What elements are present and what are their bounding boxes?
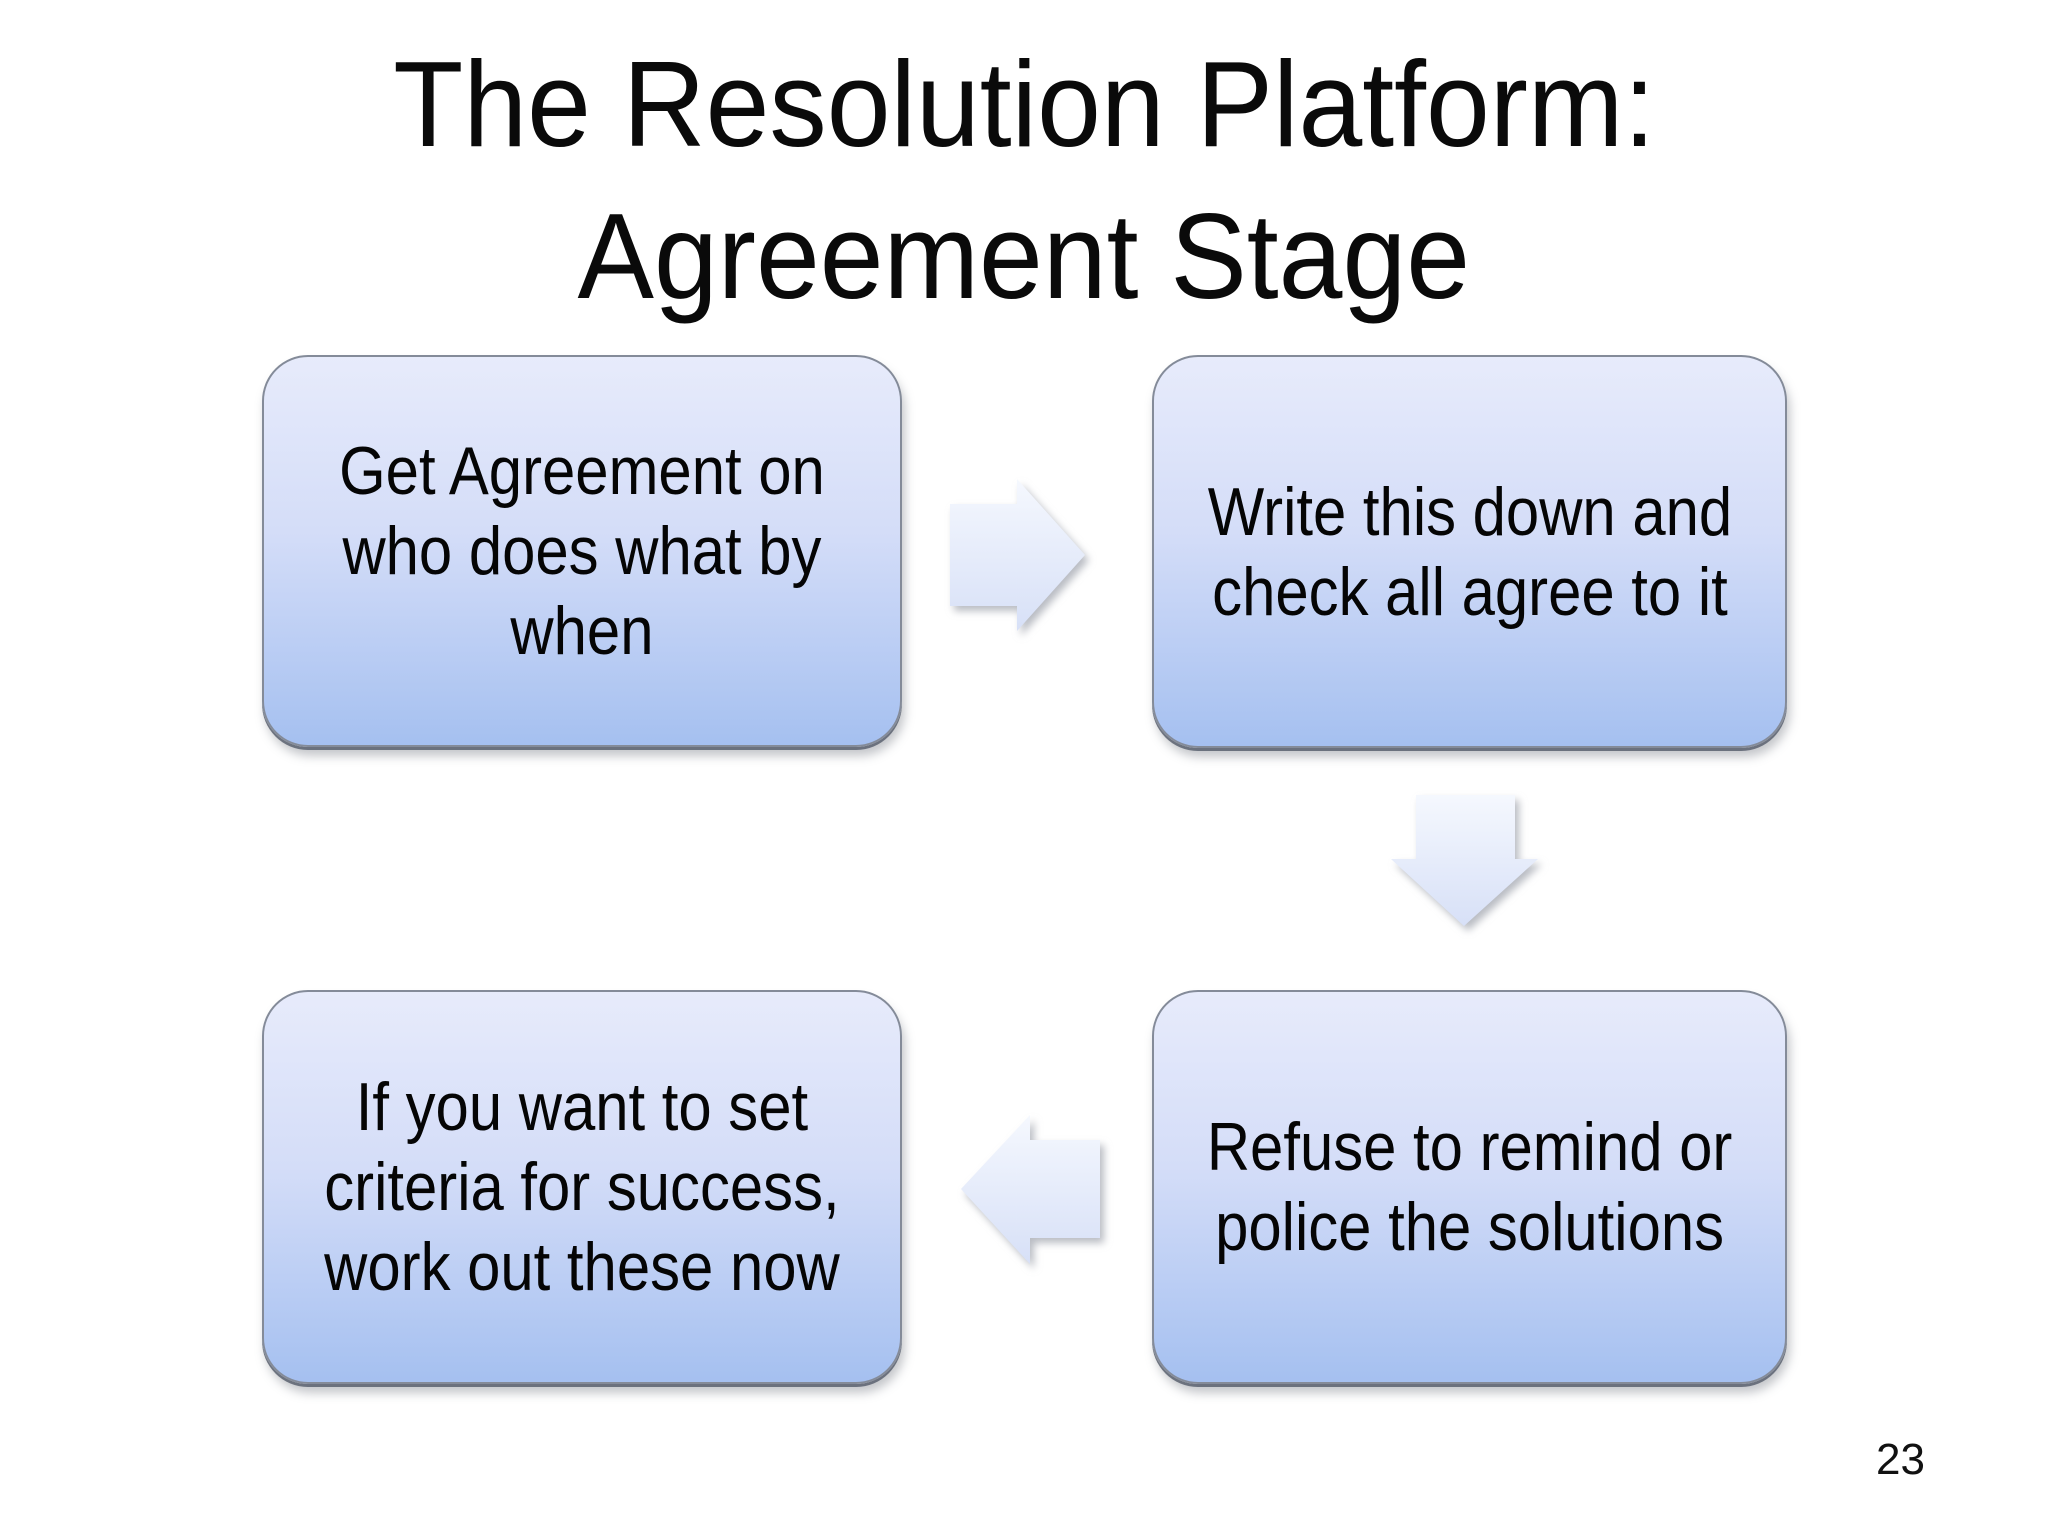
- flow-box-refuse-remind: Refuse to remind or police the solutions: [1152, 990, 1787, 1384]
- flow-box-get-agreement-label: Get Agreement on who does what by when: [339, 433, 825, 669]
- down-arrow-icon: [1390, 795, 1539, 927]
- page-number: 23: [1876, 1435, 1925, 1484]
- flow-box-get-agreement: Get Agreement on who does what by when: [262, 355, 902, 747]
- flow-box-write-down-label: Write this down and check all agree to i…: [1207, 473, 1732, 630]
- slide-title-line-1: The Resolution Platform:: [0, 28, 2048, 180]
- left-arrow-icon: [960, 1112, 1100, 1267]
- right-arrow-icon: [950, 478, 1086, 632]
- slide-title-line-2-text: Agreement Stage: [577, 188, 1471, 324]
- slide-title-line-2: Agreement Stage: [0, 180, 2048, 332]
- slide-title: The Resolution Platform: Agreement Stage: [0, 28, 2048, 332]
- flow-box-criteria-success: If you want to set criteria for success,…: [262, 990, 902, 1384]
- flow-box-criteria-success-label: If you want to set criteria for success,…: [324, 1069, 840, 1305]
- flow-box-refuse-remind-label: Refuse to remind or police the solutions: [1206, 1109, 1733, 1265]
- flow-box-write-down: Write this down and check all agree to i…: [1152, 355, 1787, 748]
- slide-title-line-1-text: The Resolution Platform:: [392, 36, 1656, 172]
